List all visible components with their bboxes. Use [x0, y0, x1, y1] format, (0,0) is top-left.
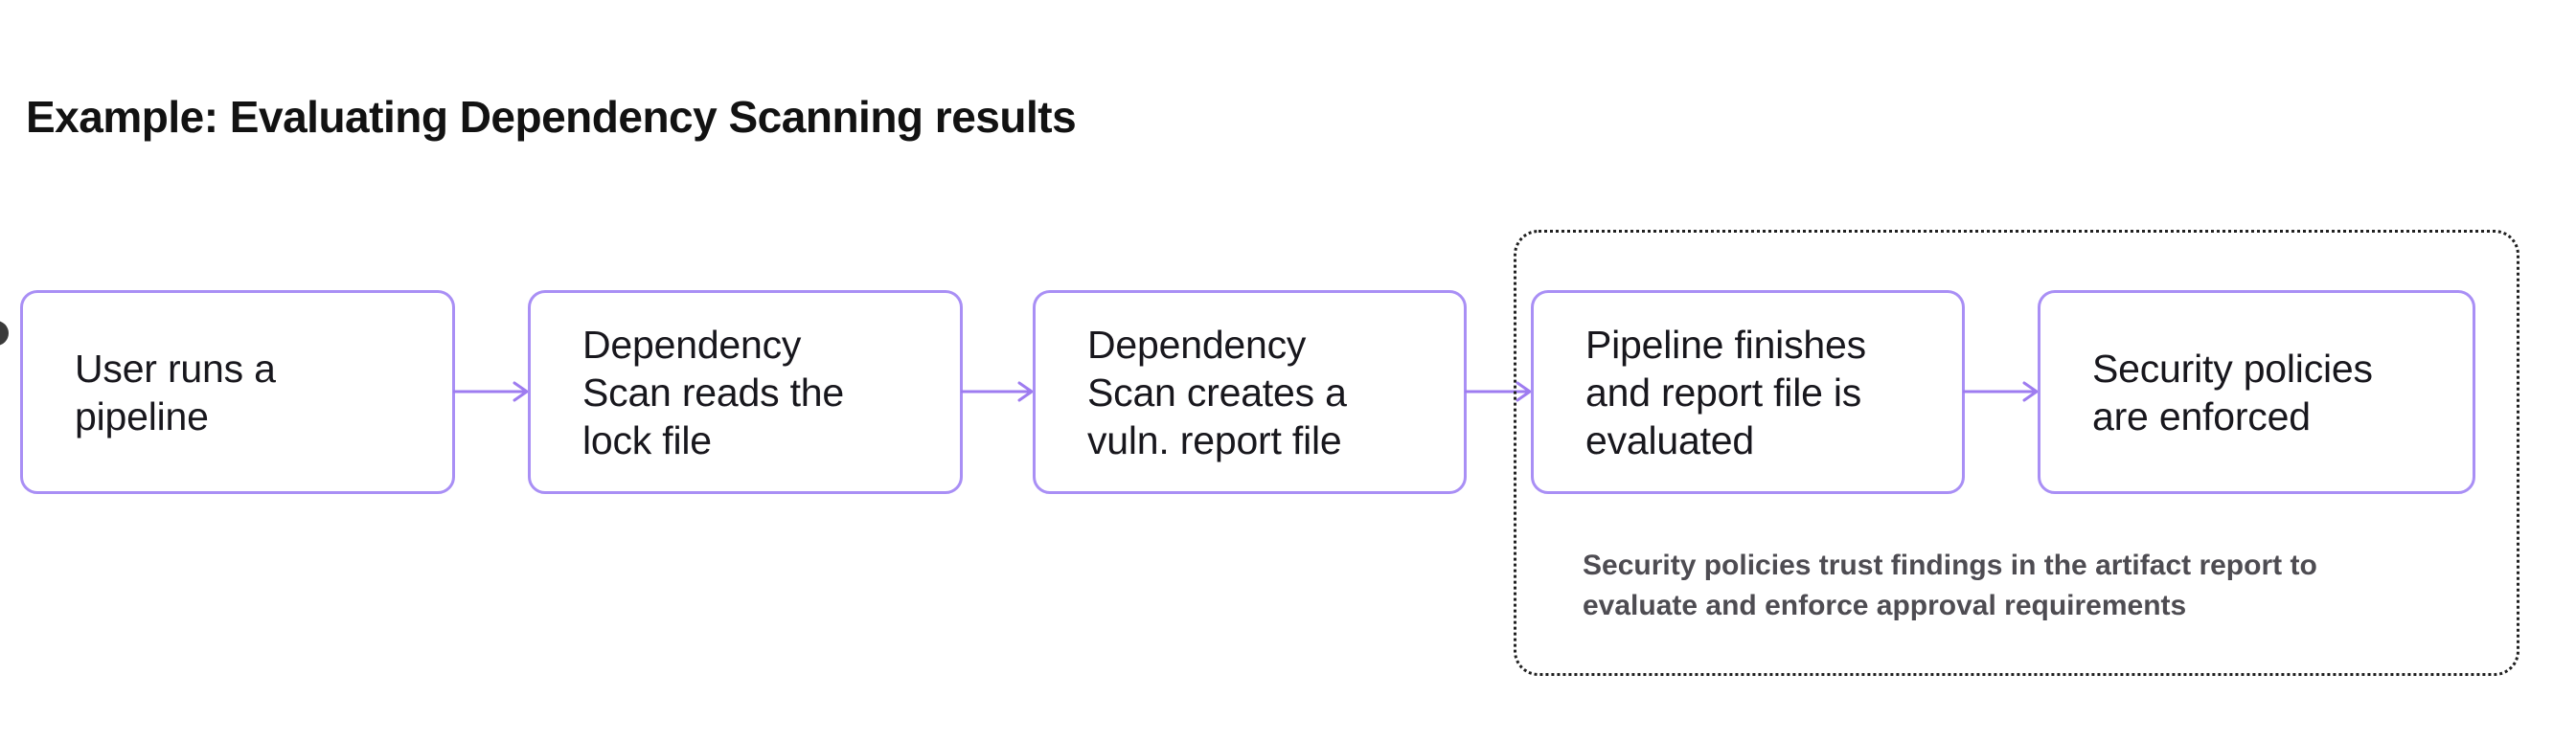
flow-step-scan-creates-report: Dependency Scan creates a vuln. report f… — [1033, 290, 1467, 494]
flow-arrow-icon — [1963, 381, 2039, 402]
clipped-edge-dot-decoration — [0, 321, 9, 346]
flow-step-label-line: Security policies — [2092, 346, 2373, 391]
flow-step-label-line: and report file is — [1585, 370, 1862, 415]
flow-step-pipeline-finishes-evaluated: Pipeline finishes and report file is eva… — [1531, 290, 1965, 494]
flow-step-label-line: are enforced — [2092, 393, 2311, 438]
flow-step-label-line: User runs a — [75, 346, 276, 391]
flow-step-label-line: Scan creates a — [1087, 370, 1347, 415]
flow-step-security-policies-enforced: Security policies are enforced — [2038, 290, 2475, 494]
flow-step-scan-reads-lock-file: Dependency Scan reads the lock file — [528, 290, 963, 494]
flow-step-label-line: lock file — [582, 417, 712, 462]
flow-step-label-line: Scan reads the — [582, 370, 844, 415]
policy-evaluation-group-outline — [1514, 230, 2519, 676]
policy-evaluation-note-line: evaluate and enforce approval requiremen… — [1583, 590, 2187, 621]
flow-step-label-line: Dependency — [1087, 322, 1307, 367]
policy-evaluation-note: Security policies trust findings in the … — [1583, 546, 2317, 626]
diagram-title: Example: Evaluating Dependency Scanning … — [26, 92, 1077, 142]
flow-step-label-line: vuln. report file — [1087, 417, 1342, 462]
policy-evaluation-note-line: Security policies trust findings in the … — [1583, 550, 2317, 581]
flow-arrow-icon — [1465, 381, 1532, 402]
flow-step-user-runs-pipeline: User runs a pipeline — [20, 290, 455, 494]
flow-step-label-line: Pipeline finishes — [1585, 322, 1866, 367]
flow-arrow-icon — [961, 381, 1034, 402]
flow-step-label-line: pipeline — [75, 393, 209, 438]
flow-arrow-icon — [453, 381, 529, 402]
flow-step-label-line: Dependency — [582, 322, 802, 367]
flow-step-label-line: evaluated — [1585, 417, 1755, 462]
